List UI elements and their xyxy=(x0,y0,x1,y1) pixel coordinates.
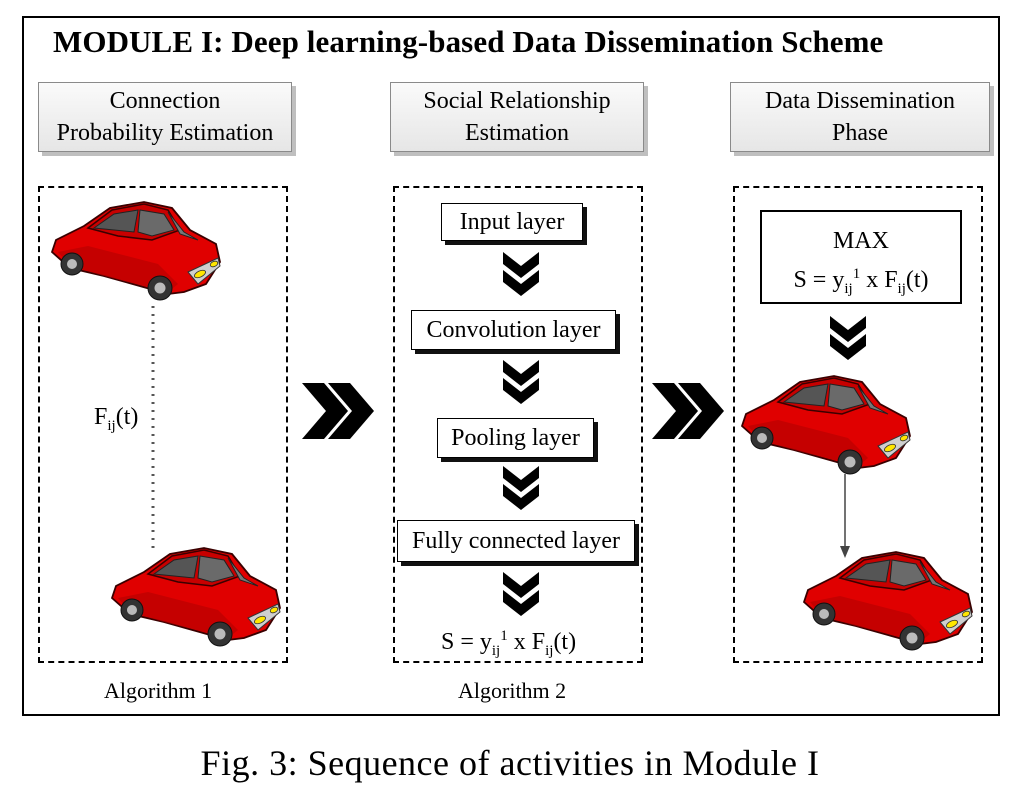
convolution-layer-box: Convolution layer xyxy=(411,310,616,350)
max-label: MAX xyxy=(832,228,889,254)
edge-label: Fij(t) xyxy=(92,404,141,435)
header-social-relationship: Social Relationship Estimation xyxy=(390,82,644,152)
module-title: MODULE I: Deep learning-based Data Disse… xyxy=(53,24,884,59)
max-formula: S = yij1 x Fij(t) xyxy=(793,266,929,297)
max-formula-box: MAX S = yij1 x Fij(t) xyxy=(760,210,962,304)
header-connection-probability: Connection Probability Estimation xyxy=(38,82,292,152)
car-icon xyxy=(803,551,973,651)
panel-algorithm-2 xyxy=(393,186,643,663)
panel-dissemination xyxy=(733,186,983,663)
algorithm-2-label: Algorithm 2 xyxy=(458,678,567,703)
input-layer-box: Input layer xyxy=(441,203,583,241)
output-formula: S = yij1 x Fij(t) xyxy=(441,628,577,659)
fully-connected-layer-box: Fully connected layer xyxy=(397,520,635,562)
pooling-layer-box: Pooling layer xyxy=(437,418,594,458)
panel-algorithm-1 xyxy=(38,186,288,663)
header-data-dissemination: Data Dissemination Phase xyxy=(730,82,990,152)
algorithm-1-label: Algorithm 1 xyxy=(104,678,213,703)
figure-frame xyxy=(22,16,1000,716)
figure-caption: Fig. 3: Sequence of activities in Module… xyxy=(200,743,820,783)
